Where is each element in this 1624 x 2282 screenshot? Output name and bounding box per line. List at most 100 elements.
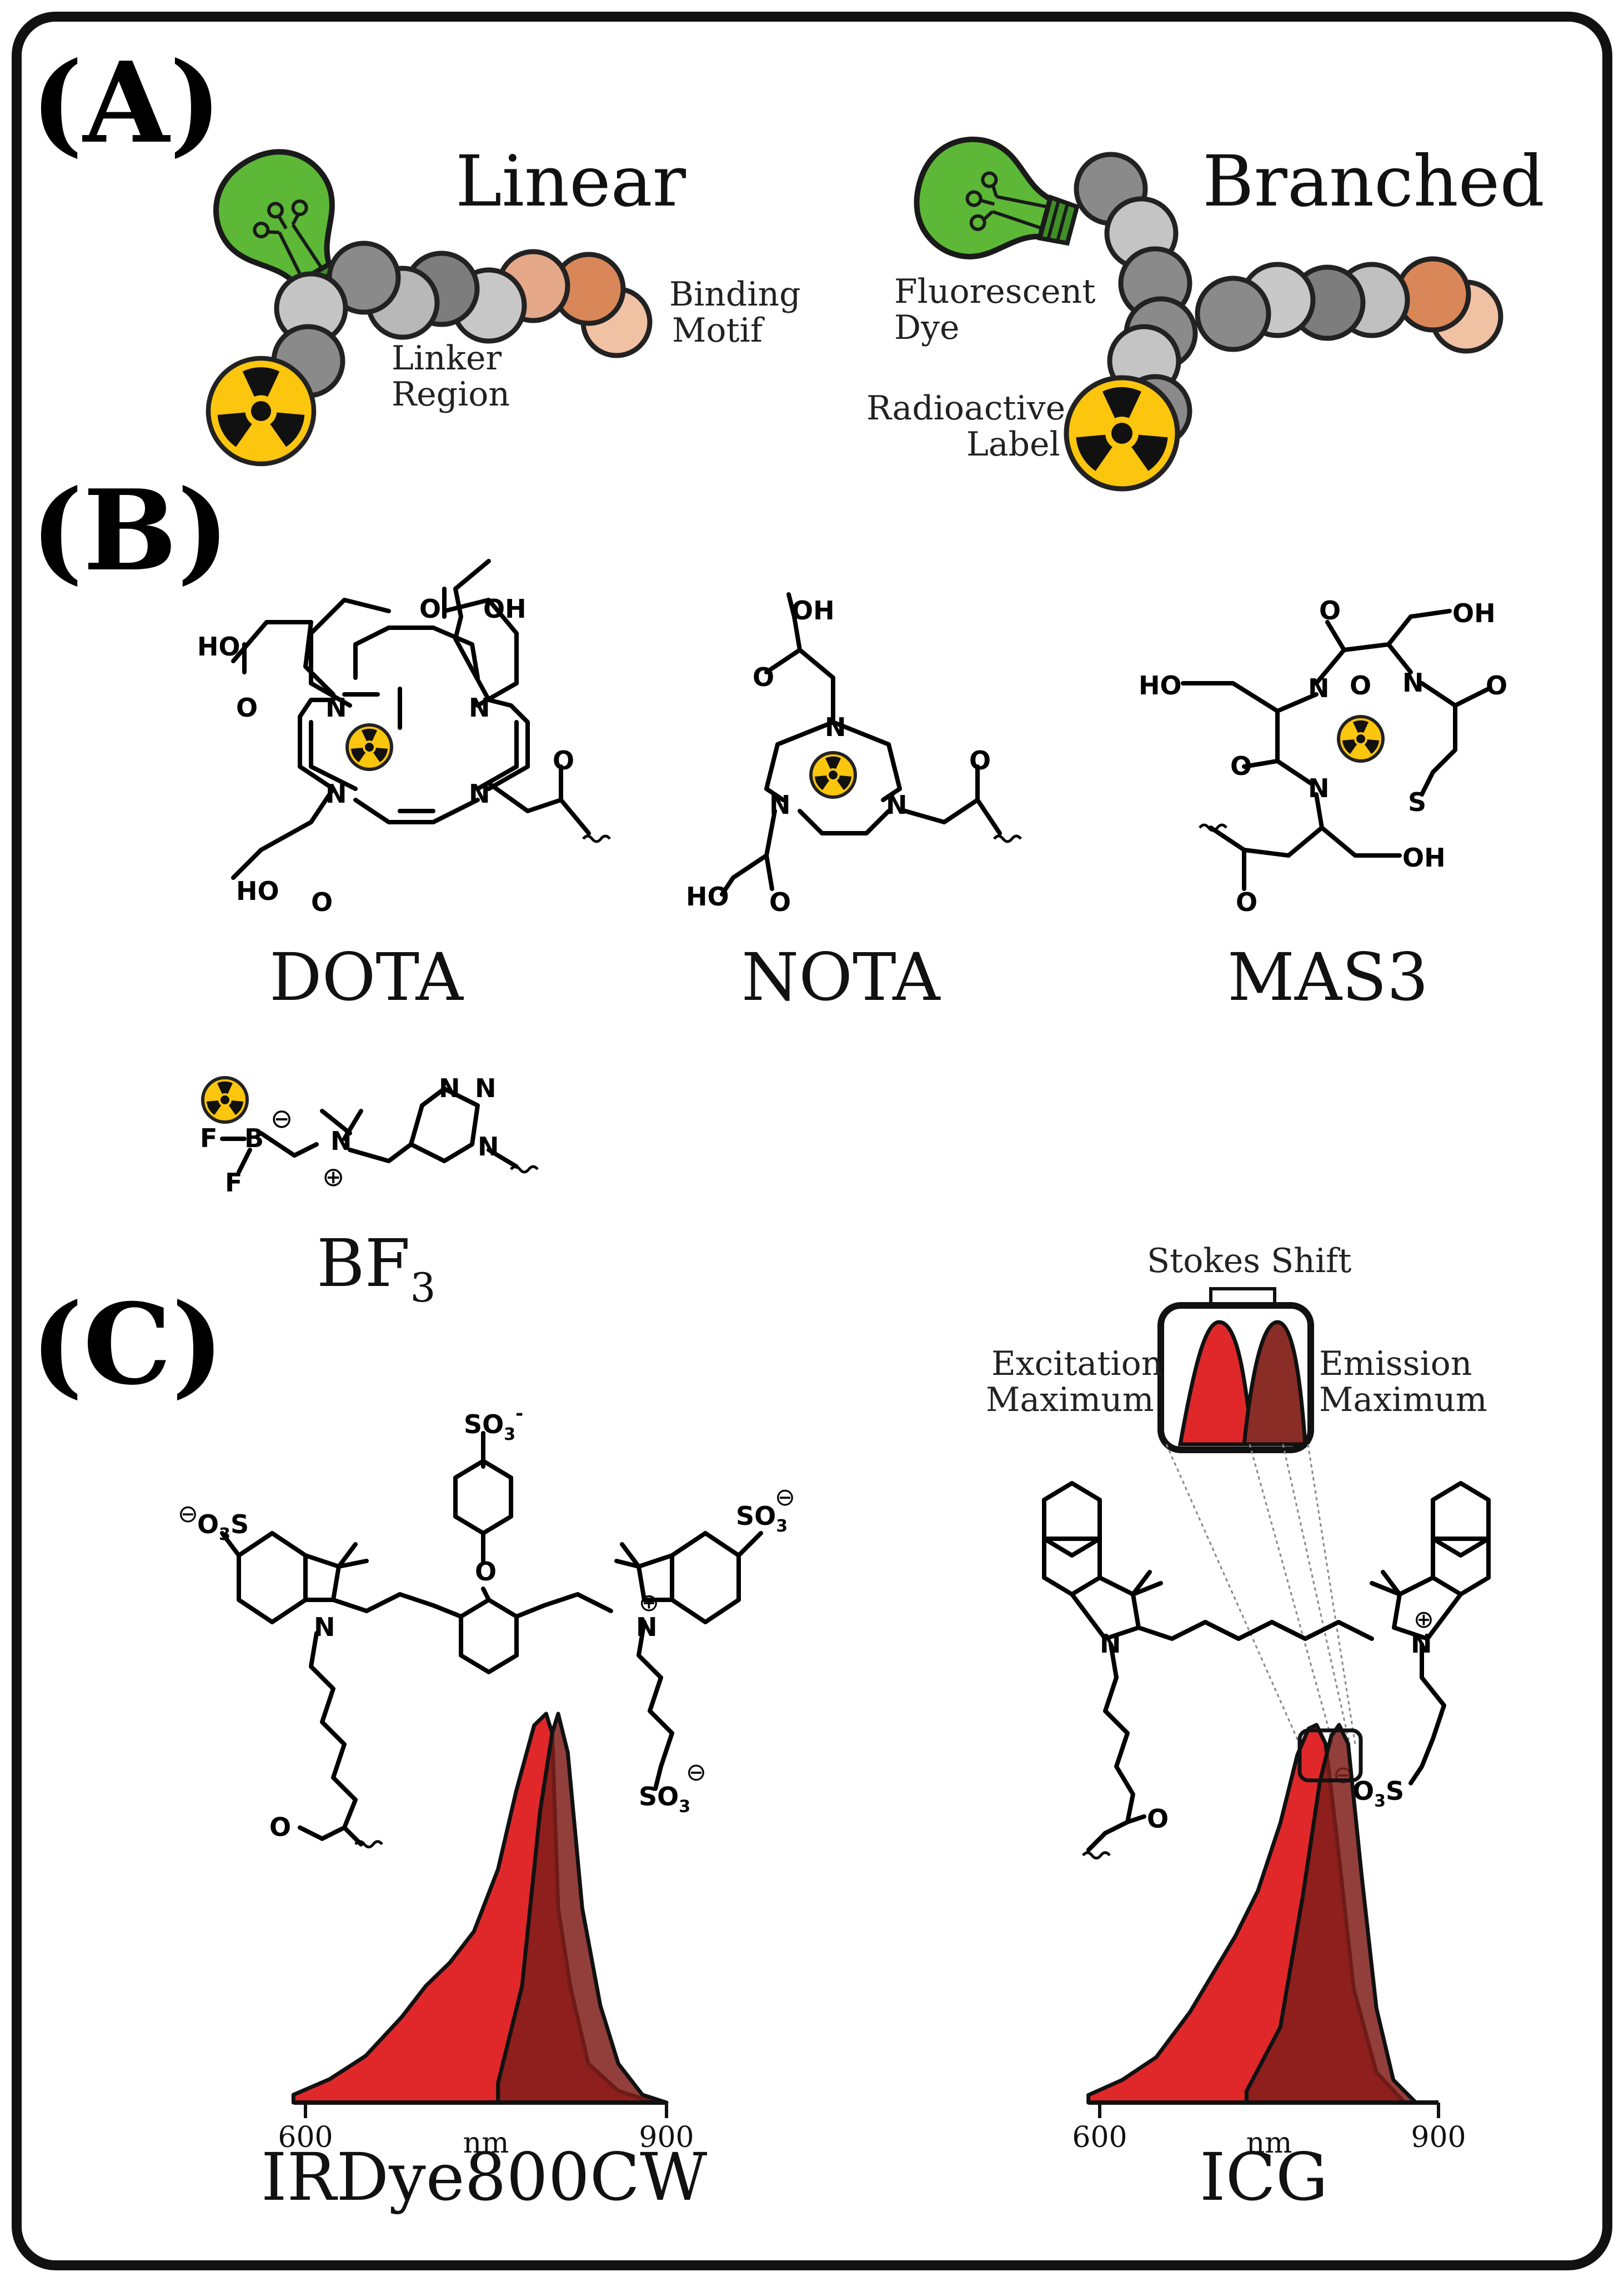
- svg-text:O: O: [475, 1557, 497, 1587]
- svg-text:⊖: ⊖: [775, 1483, 795, 1512]
- branched-dye-label-1: Fluorescent: [894, 272, 1095, 311]
- bf3-structure: B F F N N N N ⊖ ⊕: [200, 1073, 538, 1198]
- nota-label: NOTA: [741, 939, 941, 1015]
- svg-text:S: S: [1408, 787, 1426, 817]
- svg-text:N: N: [325, 693, 347, 723]
- svg-text:N: N: [439, 1073, 460, 1103]
- svg-text:OH: OH: [1452, 598, 1496, 628]
- svg-text:⊕: ⊕: [1414, 1605, 1434, 1634]
- svg-text:B: B: [244, 1123, 264, 1153]
- svg-text:O: O: [553, 745, 574, 775]
- dota-label: DOTA: [269, 939, 464, 1015]
- spectrum-x-tick-label: 900: [1411, 2121, 1466, 2154]
- excitation-label-1: Excitation: [991, 1344, 1162, 1383]
- svg-text:O: O: [1236, 887, 1257, 917]
- svg-text:N: N: [1308, 773, 1330, 803]
- spectrum-x-tick-label: 600: [278, 2121, 333, 2154]
- spectrum-x-label: nm: [463, 2126, 509, 2160]
- branched-label-2: Label: [966, 425, 1060, 464]
- spectrum-x-tick-label: 600: [1072, 2121, 1127, 2154]
- linear-linker-label: Linker: [392, 339, 502, 378]
- svg-text:⊕: ⊕: [639, 1589, 659, 1617]
- spectrum-x-label: nm: [1246, 2126, 1292, 2160]
- svg-text:N: N: [469, 779, 490, 809]
- svg-text:N: N: [1411, 1629, 1432, 1659]
- figure-frame: [12, 12, 1612, 2270]
- inset-excitation-peak: [1177, 1320, 1255, 1447]
- panel-c-label: (C): [31, 1279, 224, 1410]
- svg-text:O: O: [753, 662, 774, 692]
- svg-text:N: N: [1402, 668, 1424, 698]
- svg-text:O: O: [1486, 670, 1507, 700]
- emission-label-2: Maximum: [1319, 1380, 1487, 1419]
- irdye-spectrum-chart: 600 900 nm: [278, 1712, 694, 2160]
- nota-structure: N N N OH O HO O O: [686, 592, 1021, 917]
- svg-text:F: F: [225, 1168, 242, 1198]
- svg-text:O: O: [1147, 1804, 1169, 1834]
- spectrum-series-emission: [1244, 1723, 1418, 2105]
- svg-text:O: O: [269, 1812, 291, 1842]
- branched-construct: [904, 127, 1503, 489]
- branched-title: Branched: [1202, 141, 1545, 222]
- panel-b-label: (B): [31, 466, 229, 596]
- svg-text:OH: OH: [791, 595, 835, 625]
- linear-title: Linear: [455, 141, 686, 222]
- irdye-structure: N N O O ⊕ SO3- SO3 ⊖ ⊖ O3S SO3 ⊖: [178, 1403, 795, 1847]
- svg-text:O3S: O3S: [1352, 1776, 1404, 1811]
- svg-text:O3S: O3S: [197, 1509, 249, 1544]
- svg-text:HO: HO: [236, 876, 279, 906]
- linear-construct: [196, 132, 653, 464]
- svg-text:O: O: [969, 745, 991, 775]
- svg-text:SO3: SO3: [639, 1781, 690, 1816]
- svg-text:O: O: [311, 887, 333, 917]
- svg-text:O: O: [769, 887, 791, 917]
- svg-text:N: N: [1308, 673, 1330, 703]
- stokes-shift-label: Stokes Shift: [1147, 1242, 1351, 1280]
- svg-text:⊖: ⊖: [686, 1758, 706, 1786]
- svg-text:F: F: [200, 1123, 217, 1153]
- svg-text:OH: OH: [1402, 843, 1446, 873]
- svg-text:N: N: [825, 712, 846, 742]
- svg-text:N: N: [475, 1073, 497, 1103]
- svg-text:SO3: SO3: [736, 1501, 788, 1536]
- icg-name: ICG: [1200, 2139, 1328, 2215]
- mas3-structure: O N N N O OH HO O O S O OH: [1139, 595, 1507, 917]
- branched-label-1: Radioactive: [866, 389, 1065, 428]
- panel-a-label: (A): [31, 38, 222, 168]
- svg-text:O: O: [236, 693, 258, 723]
- svg-text:N: N: [330, 1126, 352, 1156]
- branched-dye-label-2: Dye: [894, 308, 960, 347]
- svg-text:HO: HO: [197, 632, 240, 662]
- svg-text:N: N: [886, 790, 908, 820]
- stokes-bracket: [1209, 1287, 1276, 1303]
- linear-motif-label: Motif: [672, 311, 765, 350]
- icg-peak-zoom-box: [1297, 1728, 1363, 1783]
- emission-label-1: Emission: [1319, 1344, 1472, 1383]
- linear-binding-label: Binding: [669, 275, 801, 314]
- dota-structure: N N N N HO O OH O HO O O: [197, 559, 610, 917]
- bf3-label: BF3: [317, 1225, 435, 1311]
- svg-text:SO3-: SO3-: [464, 1403, 523, 1444]
- linear-region-label: Region: [392, 375, 510, 414]
- excitation-label-2: Maximum: [986, 1380, 1154, 1419]
- icg-structure: N N ⊕ O ⊖ O3S: [1042, 1481, 1491, 1858]
- irdye-name: IRDye800CW: [261, 2139, 707, 2215]
- mas3-label: MAS3: [1227, 939, 1428, 1015]
- icg-spectrum-chart: 600 900 nm: [1072, 1723, 1466, 2160]
- svg-text:⊖: ⊖: [178, 1500, 198, 1528]
- svg-text:⊕: ⊕: [322, 1162, 344, 1193]
- svg-text:O: O: [1319, 595, 1341, 625]
- svg-text:N: N: [469, 693, 490, 723]
- zoom-lines: [1165, 1444, 1356, 1745]
- inset-emission-peak: [1242, 1320, 1307, 1447]
- spectrum-x-tick-label: 900: [639, 2121, 694, 2154]
- svg-text:O: O: [1230, 751, 1252, 781]
- svg-text:O: O: [1350, 670, 1371, 700]
- svg-text:N: N: [636, 1612, 658, 1642]
- svg-text:N: N: [769, 790, 791, 820]
- svg-text:N: N: [314, 1612, 335, 1642]
- svg-text:N: N: [478, 1132, 499, 1162]
- svg-text:N: N: [1100, 1629, 1121, 1659]
- spectrum-series-emission: [496, 1712, 669, 2105]
